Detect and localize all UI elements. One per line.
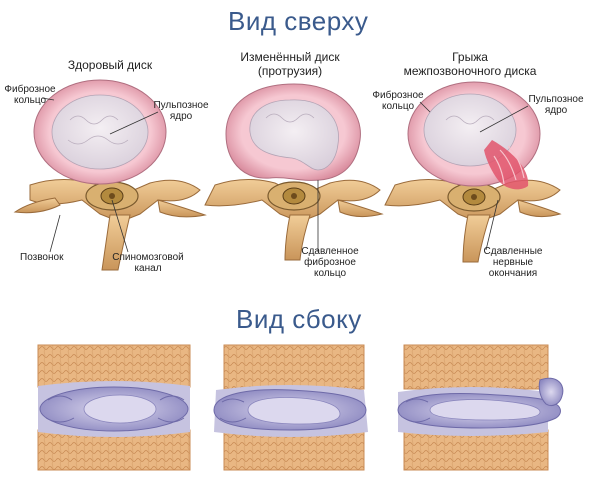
panel-3-caption-line1: Грыжа [452,50,488,64]
p3-fibrous-line1: Фиброзное [372,90,424,101]
p3-fibrous-label: Фиброзное кольцо [368,90,428,112]
panel-1-caption: Здоровый диск [40,58,180,72]
panel-2-caption-line2: (протрузия) [257,64,323,78]
p1-vertebra-label: Позвонок [20,252,64,263]
healthy-spinal-canal [85,181,139,211]
side-hernia-bulge [538,377,564,407]
p3-nerve-line3: окончания [488,268,538,279]
p3-nerve-label: Сдавленные нервные окончания [478,246,548,279]
hernia-spinal-canal [447,182,501,212]
p2-compressed-line2: фиброзное [304,257,356,268]
panel-3-caption-line2: межпозвоночного диска [403,64,537,78]
side-hernia [397,344,564,471]
p1-canal-line1: Спиномозговой [112,252,184,263]
hernia-disc [407,81,541,190]
panel-3-caption: Грыжа межпозвоночного диска [380,50,560,78]
p1-fibrous-line1: Фиброзное [4,84,56,95]
p1-canal-label: Спиномозговой канал [110,252,186,274]
p2-compressed-line3: кольцо [313,268,347,279]
protrusion-spinal-canal [267,181,321,211]
panel-2-caption: Изменённый диск (протрузия) [220,50,360,78]
panel-1-caption-line1: Здоровый диск [67,58,153,72]
panel-2-caption-line1: Изменённый диск [240,50,340,64]
protrusion-disc [225,83,361,181]
top-leader-lines [41,97,529,253]
p3-nerve-line2: нервные [492,257,534,268]
side-view-title: Вид сбоку [236,304,362,334]
p3-pulposus-label: Пульпозное ядро [524,94,588,116]
p2-compressed-line1: Сдавленное [301,246,359,257]
p3-pulposus-line2: ядро [544,105,568,116]
p3-pulposus-line1: Пульпозное [528,94,584,105]
p2-compressed-label: Сдавленное фиброзное кольцо [296,246,364,279]
herniated-nucleus [484,140,529,190]
side-protrusion [213,344,368,471]
p3-fibrous-line2: кольцо [381,101,415,112]
side-healthy [37,344,191,471]
p1-fibrous-line2: кольцо [13,95,47,106]
healthy-disc [33,79,167,185]
p1-pulposus-label: Пульпозное ядро [150,100,212,122]
p1-canal-line2: канал [134,263,162,274]
p1-fibrous-label: Фиброзное кольцо [2,84,58,106]
p1-pulposus-line2: ядро [169,111,193,122]
top-view-title: Вид сверху [228,6,369,36]
p3-nerve-line1: Сдавленные [483,246,543,257]
p1-pulposus-line1: Пульпозное [153,100,209,111]
